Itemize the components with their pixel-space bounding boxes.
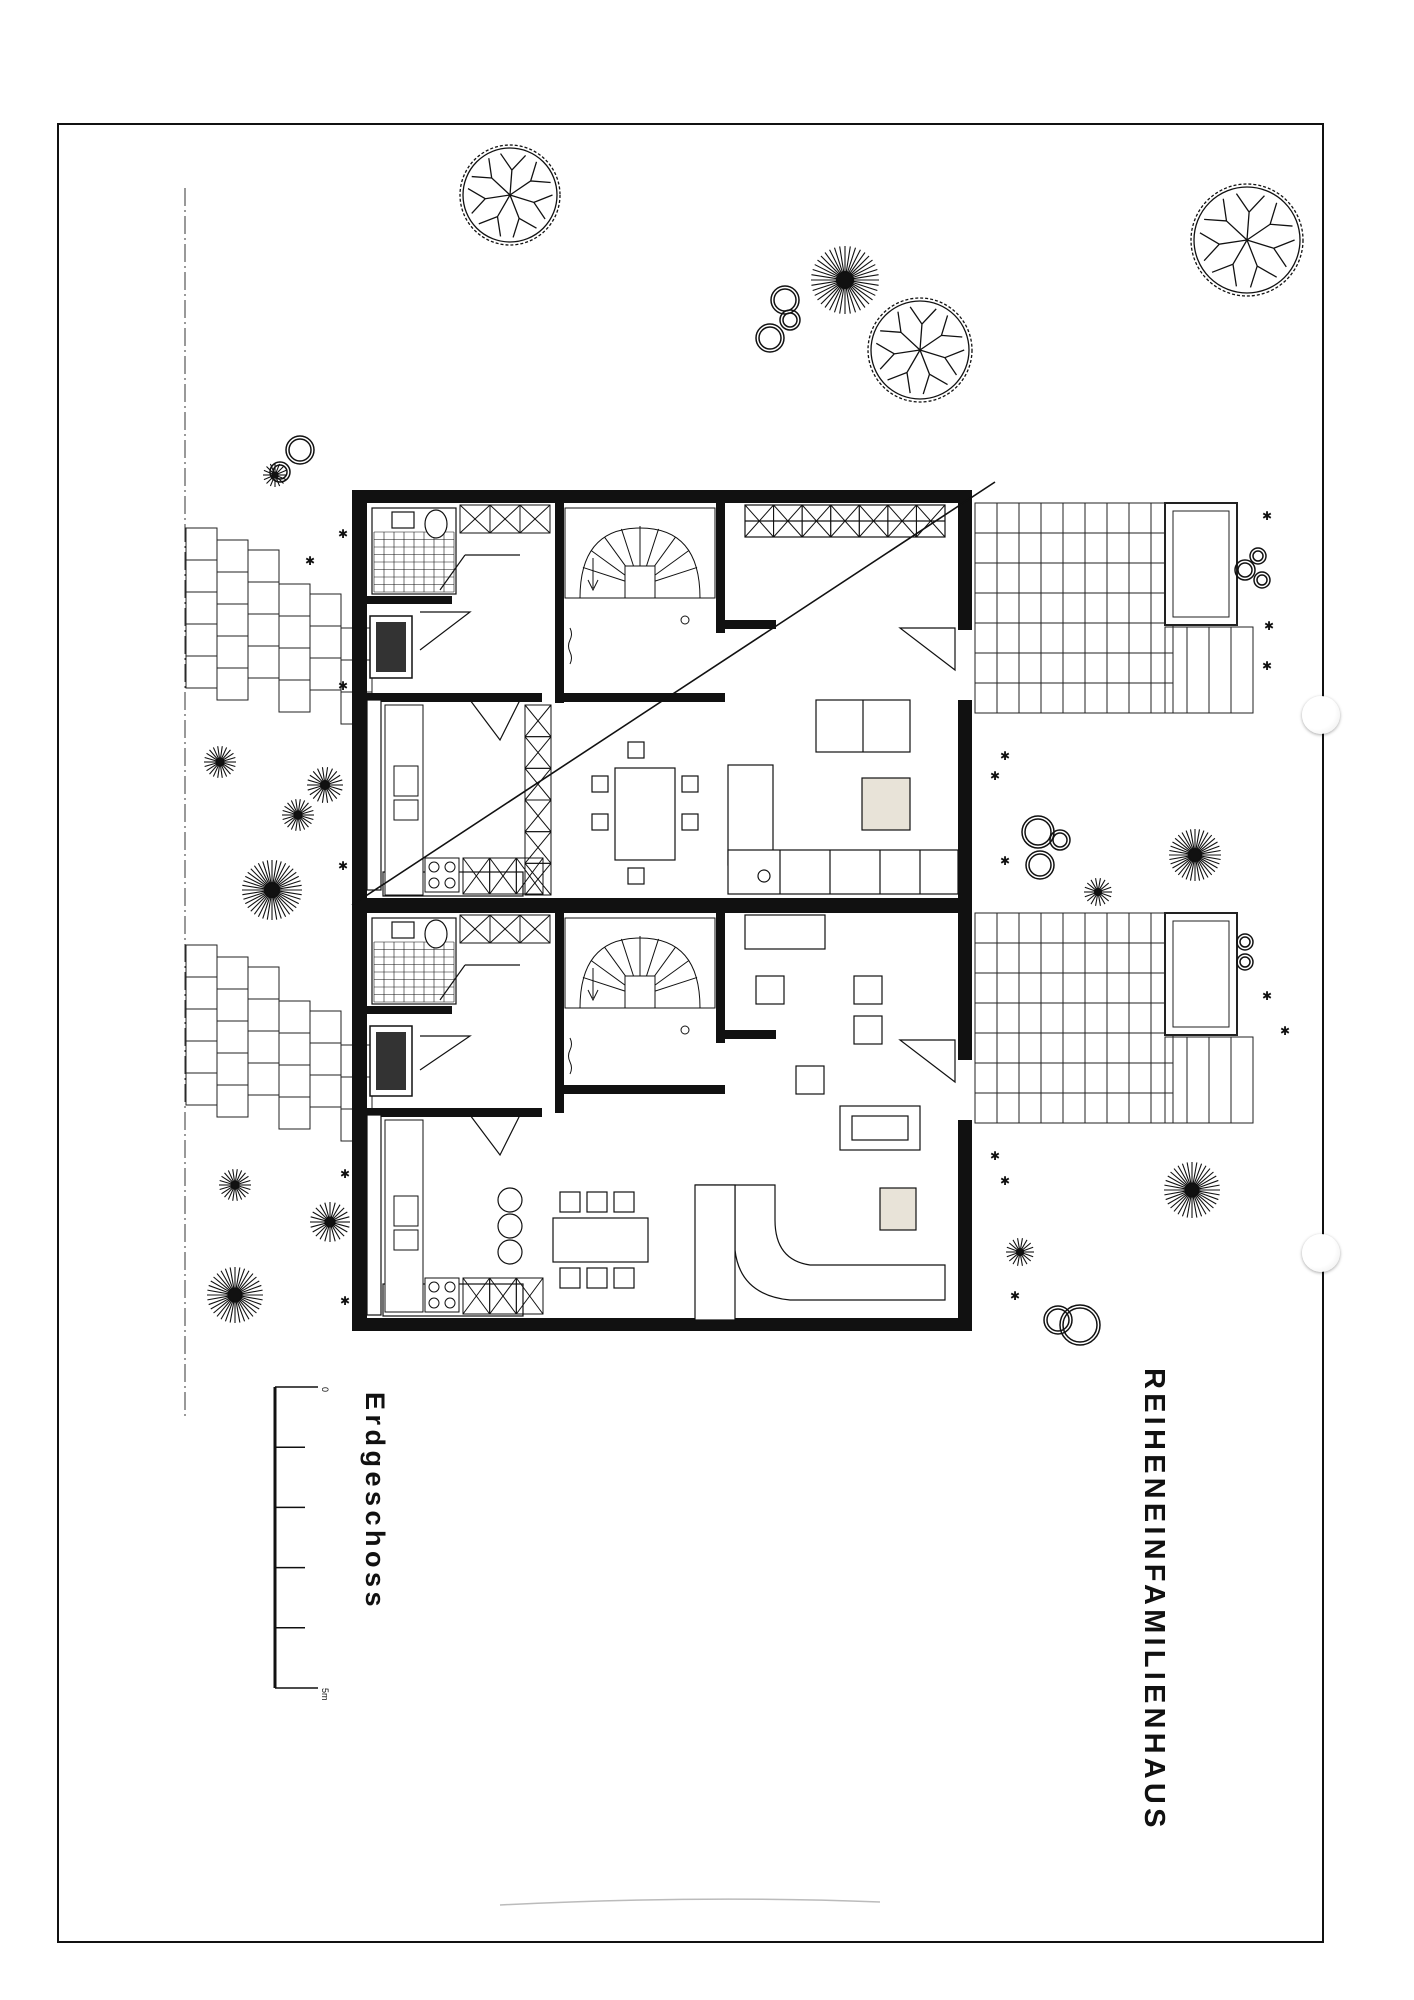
- svg-text:✱: ✱: [990, 769, 1000, 783]
- doors: [419, 554, 956, 1157]
- svg-text:✱: ✱: [1262, 509, 1272, 523]
- scale-start-label: 0: [320, 1387, 330, 1393]
- svg-text:✱: ✱: [1280, 1024, 1290, 1038]
- scale-end-label: 5m: [320, 1688, 330, 1701]
- svg-text:✱: ✱: [338, 527, 348, 541]
- vegetation: ✱✱✱✱✱✱✱✱✱✱✱✱✱✱✱✱✱: [204, 144, 1304, 1346]
- svg-text:✱: ✱: [305, 554, 315, 568]
- svg-text:✱: ✱: [1262, 659, 1272, 673]
- svg-text:✱: ✱: [1000, 854, 1010, 868]
- svg-text:✱: ✱: [990, 1149, 1000, 1163]
- strike-line: [351, 481, 996, 906]
- svg-text:✱: ✱: [1000, 1174, 1010, 1188]
- wc-fixtures: [371, 507, 457, 1005]
- svg-text:✱: ✱: [1010, 1289, 1020, 1303]
- floor-label: Erdgeschoss: [360, 1392, 390, 1612]
- svg-text:✱: ✱: [338, 859, 348, 873]
- furniture-lower-house: [497, 975, 946, 1321]
- svg-text:✱: ✱: [338, 679, 348, 693]
- punch-hole-bottom: [1302, 1234, 1340, 1272]
- building-walls: [352, 490, 972, 1331]
- staircases: [564, 507, 716, 1075]
- entrance-paving-lower: [185, 944, 373, 1142]
- svg-text:✱: ✱: [1264, 619, 1274, 633]
- sheet-frame: [57, 123, 1324, 1943]
- sheet-title: REIHENEINFAMILIENHAUS: [1138, 1368, 1170, 1832]
- terrace-lower: [974, 912, 1254, 1124]
- svg-text:✱: ✱: [1000, 749, 1010, 763]
- punch-hole-top: [1302, 696, 1340, 734]
- wardrobes: [369, 615, 413, 1097]
- svg-text:✱: ✱: [340, 1167, 350, 1181]
- terrace-upper: [974, 502, 1254, 714]
- svg-text:✱: ✱: [1262, 989, 1272, 1003]
- svg-text:✱: ✱: [340, 1294, 350, 1308]
- kitchen-units: [384, 704, 460, 1313]
- scan-mark: [499, 1898, 881, 1906]
- furniture-upper-house: [591, 699, 959, 895]
- scale-bar: [273, 1386, 318, 1689]
- entrance-paving-upper: [185, 527, 373, 725]
